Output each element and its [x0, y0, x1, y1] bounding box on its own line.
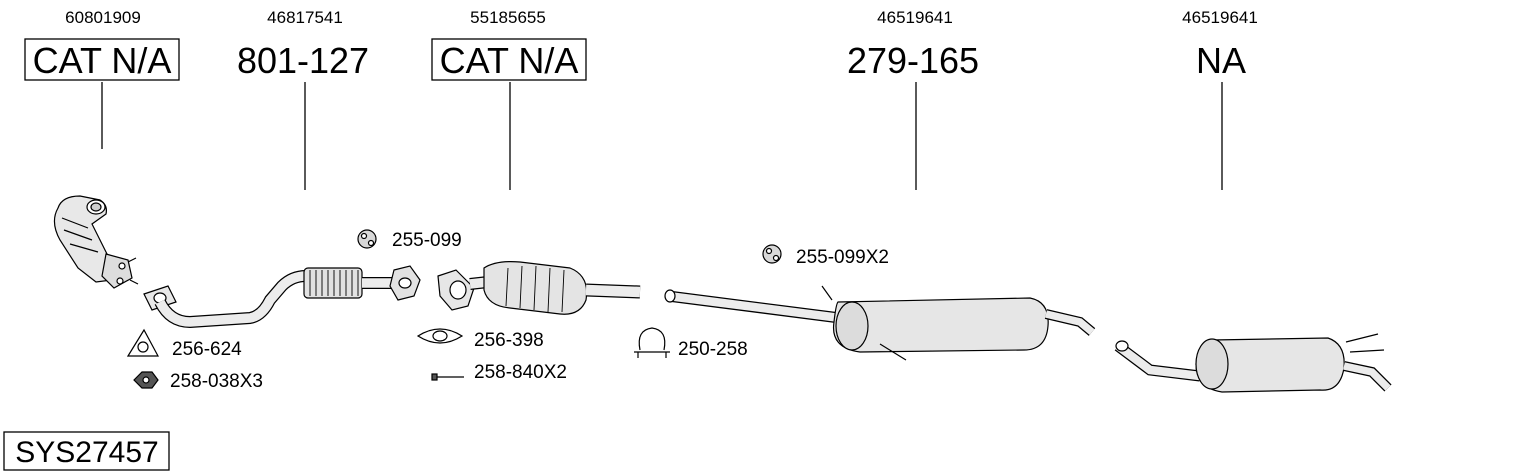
- oe-number-4: 46519641: [877, 8, 953, 27]
- oe-number-2: 46817541: [267, 8, 343, 27]
- manifold-catalyst-drawing: [53, 195, 139, 289]
- rear-muffler-drawing: [1114, 333, 1392, 393]
- oe-number-5: 46519641: [1182, 8, 1258, 27]
- part-label-5: NA: [1196, 40, 1246, 81]
- accessory-label-1: 255-099: [392, 230, 462, 251]
- part-label-1: CAT N/A: [33, 40, 172, 81]
- oe-number-1: 60801909: [65, 8, 141, 27]
- front-pipe-drawing: [143, 265, 421, 329]
- catalytic-converter-drawing: [437, 261, 641, 315]
- center-muffler-drawing: [664, 285, 1096, 361]
- part-label-3: CAT N/A: [440, 40, 579, 81]
- part-label-2: 801-127: [237, 40, 369, 81]
- part-label-box-3: [431, 38, 587, 81]
- part-label-4: 279-165: [847, 40, 979, 81]
- nut-icon: [133, 371, 159, 389]
- bolt-icon: [431, 373, 464, 381]
- accessory-label-6: 255-099X2: [796, 247, 889, 268]
- flange-gasket-icon: [416, 328, 464, 344]
- accessory-label-3: 258-038X3: [170, 371, 263, 392]
- accessory-label-4: 256-398: [474, 330, 544, 351]
- rubber-hanger-icon: [762, 244, 782, 264]
- part-label-box-1: [24, 38, 180, 81]
- accessory-label-2: 256-624: [172, 339, 242, 360]
- accessory-label-5: 258-840X2: [474, 362, 567, 383]
- gasket-icon: [126, 328, 160, 357]
- oe-number-3: 55185655: [470, 8, 546, 27]
- clamp-icon: [634, 327, 670, 358]
- system-id: SYS27457: [15, 436, 158, 469]
- accessory-label-7: 250-258: [678, 339, 748, 360]
- rubber-hanger-icon: [357, 229, 377, 249]
- system-id-box: [3, 431, 170, 471]
